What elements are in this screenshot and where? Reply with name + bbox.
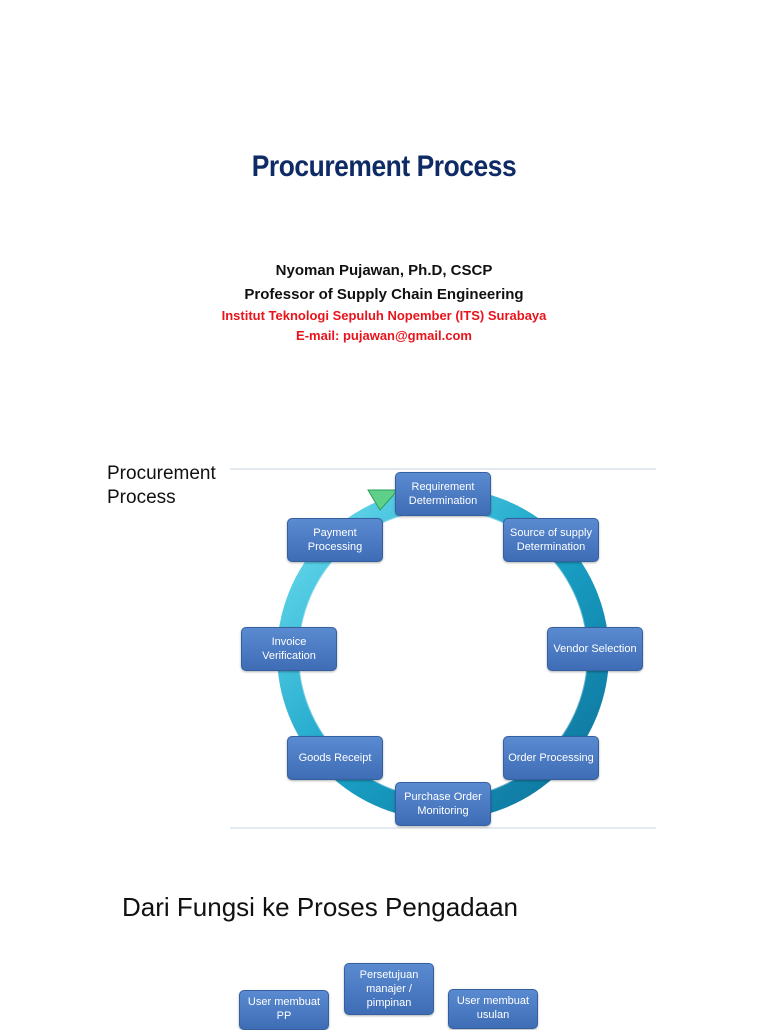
author-role: Professor of Supply Chain Engineering	[244, 286, 524, 303]
step-goods-receipt: Goods Receipt	[287, 736, 383, 780]
step-invoice-verification: Invoice Verification	[241, 627, 337, 671]
step-source-of-supply: Source of supply Determination	[503, 518, 599, 562]
cycle-arrow-head	[367, 489, 400, 511]
slide-title: Procurement Process	[251, 150, 517, 183]
author-institution: Institut Teknologi Sepuluh Nopember (ITS…	[221, 308, 547, 323]
step-payment-processing: Payment Processing	[287, 518, 383, 562]
box-user-pp: User membuat PP	[239, 990, 329, 1030]
step-vendor-selection: Vendor Selection	[547, 627, 643, 671]
procurement-cycle-diagram: Requirement Determination Source of supp…	[230, 464, 656, 834]
step-order-processing: Order Processing	[503, 736, 599, 780]
slide3-title: Dari Fungsi ke Proses Pengadaan	[122, 892, 519, 922]
box-persetujuan: Persetujuan manajer / pimpinan	[344, 963, 434, 1015]
slide2-title-line1: Procurement	[107, 463, 216, 484]
author-email: E-mail: pujawan@gmail.com	[296, 328, 472, 343]
slide2-title-line2: Process	[107, 487, 176, 508]
slide2-title: Procurement Process	[107, 462, 216, 510]
step-po-monitoring: Purchase Order Monitoring	[395, 782, 491, 826]
step-requirement-determination: Requirement Determination	[395, 472, 491, 516]
author-name: Nyoman Pujawan, Ph.D, CSCP	[275, 262, 493, 279]
box-user-usulan: User membuat usulan	[448, 989, 538, 1029]
